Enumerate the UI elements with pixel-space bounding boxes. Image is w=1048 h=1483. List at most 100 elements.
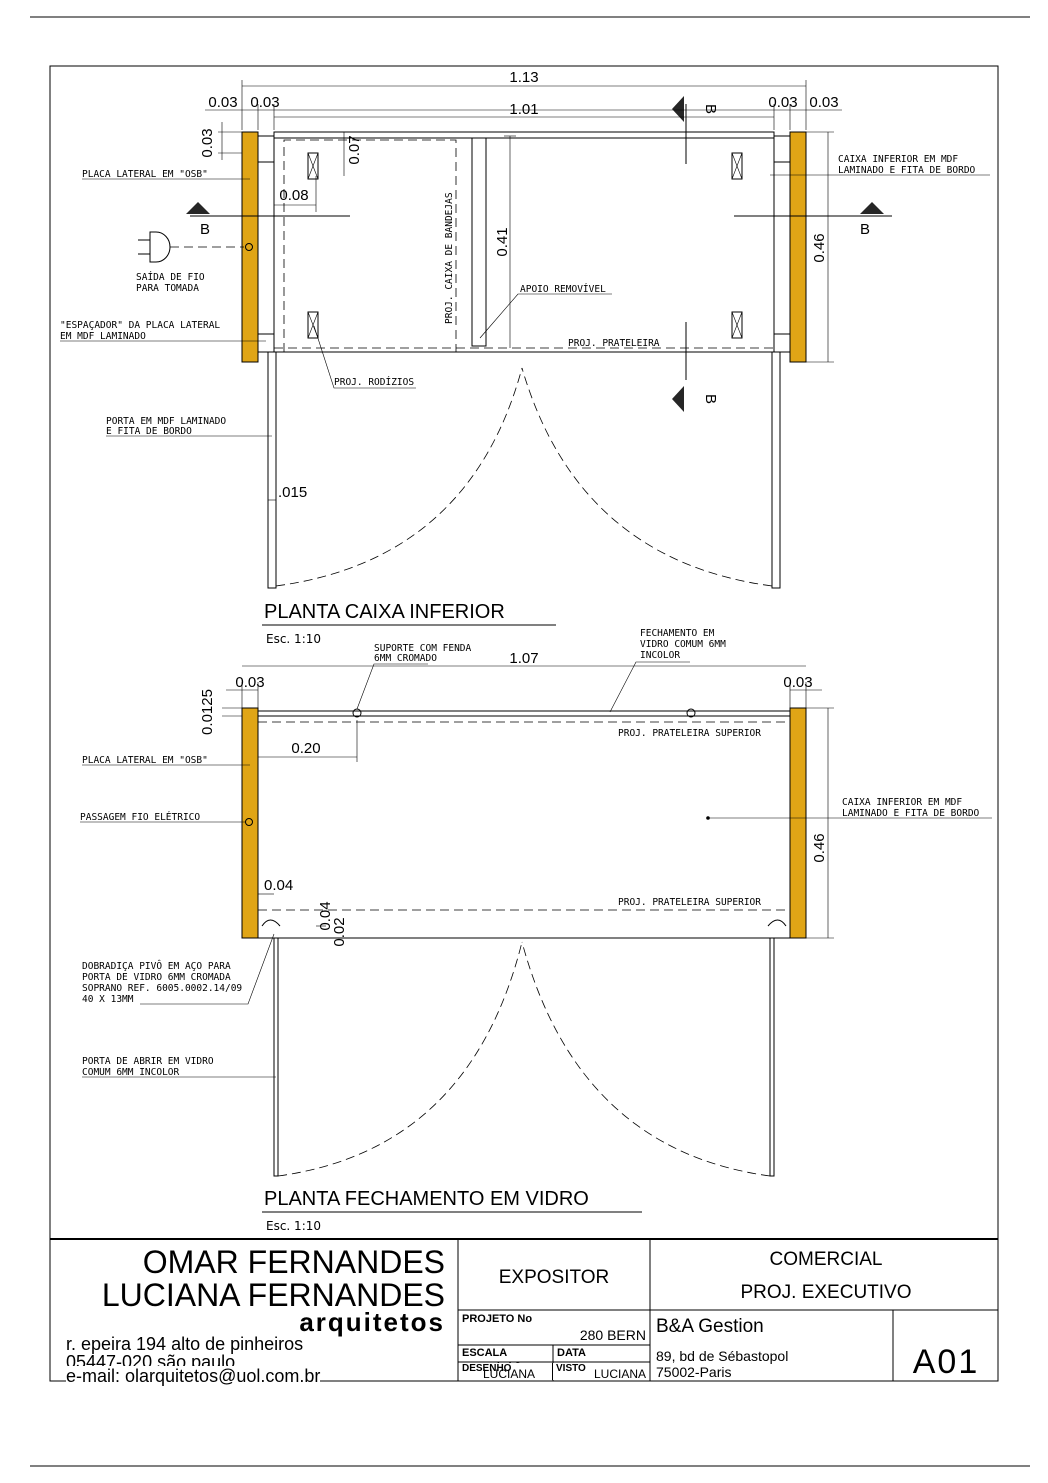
- dim-left-b: 0.03: [250, 94, 279, 111]
- glass-panel: [257, 710, 791, 717]
- note-porta-1: PORTA EM MDF LAMINADO: [106, 416, 226, 427]
- note-espacador-2: EM MDF LAMINADO: [60, 331, 146, 342]
- plan1-title: PLANTA CAIXA INFERIOR: [264, 601, 505, 623]
- hinge-left: [261, 919, 281, 927]
- note-rodizios: PROJ. RODÍZIOS: [334, 376, 414, 388]
- osb2-panel-left: [241, 707, 259, 939]
- dim-wheel-y: 0.07: [346, 135, 363, 164]
- sheet-border: [49, 65, 999, 1382]
- dim-wheel-x: 0.08: [279, 187, 308, 204]
- note-porta-2: E FITA DE BORDO: [106, 426, 192, 437]
- note2-porta-vidro-1: PORTA DE ABRIR EM VIDRO: [82, 1056, 214, 1067]
- note2-fechamento-2: VIDRO COMUM 6MM: [640, 639, 726, 650]
- svg-text:B: B: [200, 221, 210, 238]
- dim-inner: 1.01: [509, 101, 538, 118]
- plug-icon: [138, 231, 253, 263]
- note2-dobradica-3: SOPRANO REF. 6005.0002.14/09: [82, 983, 242, 994]
- note-caixa-bandejas: PROJ. CAIXA DE BANDEJAS: [444, 192, 455, 324]
- dim-door: .015: [278, 484, 307, 501]
- note2-passagem: PASSAGEM FIO ELÉTRICO: [80, 811, 200, 823]
- spacer-left-bottom: [257, 333, 275, 353]
- spacer-right-top: [773, 135, 791, 163]
- note2-caixa-2: LAMINADO E FITA DE BORDO: [842, 808, 980, 819]
- door-swing-left: [275, 367, 523, 587]
- dim-overall: 1.13: [509, 69, 538, 86]
- section-b-marker: B B B B: [186, 96, 884, 412]
- note2-suporte-1: SUPORTE COM FENDA: [374, 643, 472, 654]
- client-name: B&A Gestion: [656, 1316, 764, 1337]
- dim-support: 0.41: [494, 227, 511, 256]
- client-addr-2: 75002-Paris: [656, 1364, 732, 1380]
- door-leaf-left: [267, 351, 277, 589]
- note-prateleira: PROJ. PRATELEIRA: [568, 338, 660, 349]
- glass-door-right: [769, 937, 775, 1177]
- dim2-left: 0.03: [235, 674, 264, 691]
- dim-top-gap: 0.03: [199, 128, 216, 157]
- note2-prat-bottom: PROJ. PRATELEIRA SUPERIOR: [618, 897, 761, 908]
- note2-dobradica-4: 40 X 13MM: [82, 994, 134, 1005]
- dim2-hinge-y1: 0.04: [317, 901, 334, 930]
- svg-text:B: B: [702, 104, 719, 114]
- data-label: DATA: [557, 1347, 586, 1359]
- dim-right-a: 0.03: [768, 94, 797, 111]
- dim2-overall: 1.07: [509, 650, 538, 667]
- dim2-right: 0.03: [783, 674, 812, 691]
- plan2-title: PLANTA FECHAMENTO EM VIDRO: [264, 1188, 589, 1210]
- escala-label: ESCALA: [462, 1347, 507, 1359]
- title-block-footer: e-mail: olarquitetos@uol.com.br: [52, 1366, 998, 1403]
- wheel-projection: [307, 152, 743, 339]
- desenho-value-text: LUCIANA: [483, 1367, 536, 1381]
- svg-text:B: B: [860, 221, 870, 238]
- sheet-number: A01: [913, 1343, 980, 1381]
- dim2-hinge-y2: 0.02: [331, 917, 348, 946]
- osb-panel-left: [241, 131, 259, 363]
- desenho-label-text: DESENHO: [462, 1363, 512, 1374]
- plan1-scale: Esc. 1:10: [266, 632, 321, 646]
- note2-prat-top: PROJ. PRATELEIRA SUPERIOR: [618, 728, 761, 739]
- glass-door-left: [273, 937, 279, 1177]
- office-name-1: OMAR FERNANDES: [143, 1244, 445, 1280]
- note-saida-1: SAÍDA DE FIO: [136, 271, 205, 283]
- projeto-label: PROJETO No: [462, 1313, 532, 1325]
- office-name-2: LUCIANA FERNANDES: [102, 1277, 445, 1313]
- support-clip-right: [686, 708, 696, 718]
- visto-value-text: LUCIANA: [593, 1367, 646, 1381]
- door-swing-right: [521, 367, 773, 587]
- removable-support: [471, 137, 487, 347]
- dim-left-a: 0.03: [208, 94, 237, 111]
- note2-porta-vidro-2: COMUM 6MM INCOLOR: [82, 1067, 180, 1078]
- visto-label-text: VISTO: [556, 1363, 586, 1374]
- item-name: EXPOSITOR: [499, 1267, 610, 1288]
- note-placa-lateral: PLACA LATERAL EM "OSB": [82, 169, 208, 180]
- plan-caixa-inferior: 1.13 0.03 0.03 0.03 0.03 1.01 0.03: [60, 69, 990, 646]
- dim2-hinge-x: 0.04: [264, 877, 293, 894]
- note2-fechamento-1: FECHAMENTO EM: [640, 628, 715, 639]
- category: COMERCIAL: [770, 1249, 883, 1270]
- glass-door-swing-right: [521, 941, 771, 1177]
- note2-dobradica-1: DOBRADIÇA PIVÔ EM AÇO PARA: [82, 960, 231, 972]
- dim2-depth: 0.46: [811, 833, 828, 862]
- note-caixa-inf-1: CAIXA INFERIOR EM MDF: [838, 154, 958, 165]
- desenho-visto-row: DESENHO LUCIANA VISTO LUCIANA: [459, 1363, 649, 1381]
- dim2-support-x: 0.20: [291, 740, 320, 757]
- note2-placa-lateral: PLACA LATERAL EM "OSB": [82, 755, 208, 766]
- osb2-panel-right: [789, 707, 807, 939]
- email-text: e-mail: olarquitetos@uol.com.br: [66, 1366, 321, 1387]
- plan2-scale: Esc. 1:10: [266, 1219, 321, 1233]
- phase: PROJ. EXECUTIVO: [740, 1282, 911, 1303]
- office-sub: arquitetos: [299, 1307, 445, 1337]
- client-addr-1: 89, bd de Sébastopol: [656, 1348, 788, 1364]
- dim-right-b: 0.03: [809, 94, 838, 111]
- note-saida-2: PARA TOMADA: [136, 283, 199, 294]
- projeto-value: 280 BERN: [580, 1327, 646, 1343]
- dim-depth: 0.46: [811, 233, 828, 262]
- plan-fechamento-vidro: 1.07 0.03 0.03 0.0125 0.20 0.46 0.04: [80, 628, 992, 1233]
- osb-panel-right: [789, 131, 807, 363]
- dim2-top: 0.0125: [199, 689, 216, 735]
- note2-caixa-1: CAIXA INFERIOR EM MDF: [842, 797, 962, 808]
- note-caixa-inf-2: LAMINADO E FITA DE BORDO: [838, 165, 976, 176]
- glass-door-swing-left: [277, 941, 523, 1177]
- hinge-right: [767, 919, 787, 927]
- spacer-left-top: [257, 135, 275, 163]
